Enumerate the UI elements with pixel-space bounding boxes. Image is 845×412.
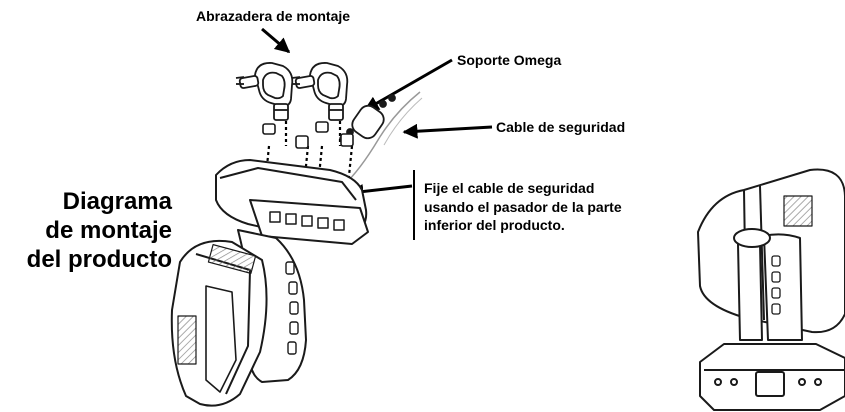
note-line-2: usando el pasador de la parte [424, 198, 622, 215]
safety-cable [342, 91, 421, 187]
mounting-clamp-left [235, 62, 294, 121]
title-line-1: Diagrama [62, 188, 172, 215]
upright-fixture-view [697, 168, 845, 411]
omega-arrow [363, 58, 453, 112]
diagram-title: Diagrama de montaje del producto [0, 187, 172, 274]
omega-fasteners [262, 121, 354, 149]
note-line-1: Fije el cable de seguridad [424, 180, 595, 196]
clamp-label: Abrazadera de montaje [196, 8, 351, 24]
safety-cable-label: Cable de seguridad [496, 119, 626, 135]
omega-bracket-label: Soporte Omega [457, 52, 562, 68]
title-line-2: de montaje [45, 217, 172, 244]
note-line-3: inferior del producto. [424, 217, 565, 233]
mounting-clamp-right [291, 62, 349, 121]
clamp-arrow [261, 27, 291, 54]
safety-instruction-note: Fije el cable de seguridad usando el pas… [424, 179, 714, 235]
title-line-3: del producto [26, 246, 172, 273]
safety-cable-arrow [402, 123, 493, 139]
moving-head-fixture [170, 159, 369, 407]
